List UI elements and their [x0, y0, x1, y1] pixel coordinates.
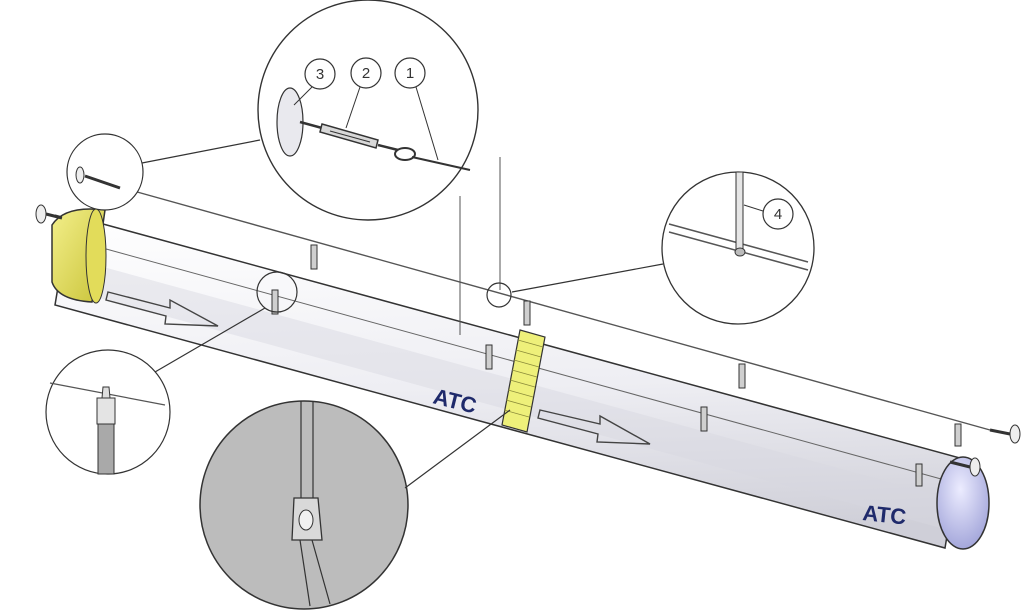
- hanger-post-icon: [485, 344, 493, 370]
- main-tube: ATC ATC: [51, 208, 990, 550]
- brand-label-end: ATC: [861, 500, 907, 529]
- focus-marker: [256, 271, 298, 313]
- hanger-posts: [271, 244, 962, 487]
- hanger-post-icon: [700, 406, 708, 432]
- hanger-post-icon: [738, 363, 746, 389]
- callout-number: 3: [316, 66, 324, 83]
- callout-number: 4: [774, 206, 782, 223]
- hanger-post-icon: [271, 289, 279, 315]
- strap-clip-icon: [96, 386, 116, 475]
- hanger-post-icon: [310, 244, 318, 270]
- hanger-post-icon: [523, 300, 531, 326]
- anchor-plate-icon: [989, 424, 1021, 444]
- flow-arrow-icon: [537, 409, 651, 445]
- callout-1: 1: [394, 57, 439, 161]
- strap-clip-icon: [291, 497, 331, 607]
- suspension-lines: [459, 157, 501, 335]
- anchor-plate-icon: [276, 87, 304, 157]
- anchor-plate-icon: [35, 204, 63, 224]
- end-cap-yellow-face: [85, 208, 107, 304]
- detail-strap-large: [199, 400, 511, 610]
- detail-strap-small: [45, 307, 266, 475]
- detail-hanger: 4: [511, 171, 815, 325]
- detail-turnbuckle: 3 2 1: [257, 0, 479, 221]
- focus-marker: [486, 282, 512, 308]
- turnbuckle-icon: [299, 120, 471, 171]
- callout-2: 2: [345, 57, 382, 129]
- upper-cable: [129, 189, 991, 431]
- detail-anchor-small: [66, 133, 261, 211]
- callout-4: 4: [743, 198, 794, 230]
- tube-band: [501, 329, 546, 433]
- flow-arrow-icon: [105, 291, 219, 327]
- hanger-post-icon: [954, 423, 962, 447]
- callout-number: 1: [406, 65, 414, 82]
- anchor-plate-icon: [949, 457, 981, 477]
- callout-3: 3: [293, 58, 336, 106]
- hanger-post-icon: [915, 463, 923, 487]
- hanger-post-icon: [735, 171, 744, 251]
- end-cap-lilac: [936, 456, 990, 550]
- callout-number: 2: [362, 65, 370, 82]
